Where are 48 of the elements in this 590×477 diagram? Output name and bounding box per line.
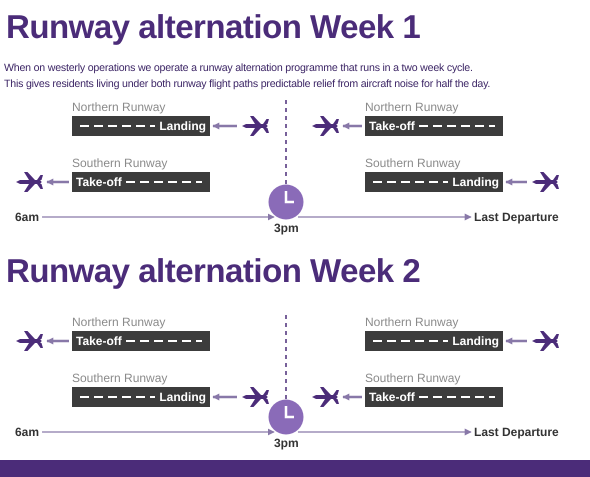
runway-name: Southern Runway	[365, 371, 462, 387]
runway-label: Take-off	[369, 119, 415, 133]
runway-name: Northern Runway	[72, 315, 166, 331]
arrow	[46, 178, 69, 186]
runway-name: Northern Runway	[365, 100, 460, 116]
time-label: 6am	[15, 425, 40, 439]
arrow	[298, 214, 472, 220]
airplane-icon	[240, 386, 270, 408]
runway-label: Landing	[452, 175, 499, 189]
runway-label: Take-off	[76, 334, 122, 348]
runway-name: Southern Runway	[365, 156, 462, 172]
arrow	[212, 394, 237, 400]
arrow	[505, 178, 527, 186]
runway-name: Northern Runway	[72, 100, 166, 116]
time-label: 6am	[15, 210, 40, 224]
airplane-icon	[240, 115, 270, 137]
arrow	[342, 122, 362, 130]
heading: Runway alternation Week 1	[6, 8, 420, 46]
time-label: 3pm	[274, 221, 299, 235]
arrow	[46, 338, 69, 344]
airplane-icon	[530, 330, 560, 352]
time-label: Last Departure	[474, 210, 559, 224]
runway-label: Landing	[159, 390, 206, 404]
description-text: This gives residents living under both runway flight paths predictable relief from aircraft noise for half the day.	[4, 78, 490, 90]
clock-icon	[268, 184, 304, 220]
airplane-icon	[310, 386, 340, 408]
airplane-icon	[14, 330, 44, 352]
time-label: Last Departure	[474, 425, 559, 439]
runway-label: Take-off	[76, 175, 122, 189]
runway-label: Landing	[452, 334, 499, 348]
time-label: 3pm	[274, 436, 299, 450]
airplane-icon	[530, 171, 560, 193]
clock-icon	[268, 399, 304, 435]
runway-label: Take-off	[369, 390, 415, 404]
heading: Runway alternation Week 2	[6, 252, 420, 290]
airplane-icon	[310, 115, 340, 137]
runway-name: Northern Runway	[365, 315, 460, 331]
arrow	[342, 394, 362, 400]
arrow	[505, 338, 527, 344]
airplane-icon	[14, 171, 44, 193]
arrow	[42, 428, 275, 436]
runway-name: Southern Runway	[72, 371, 168, 387]
runway-label: Landing	[159, 119, 206, 133]
description-text: When on westerly operations we operate a runway alternation programme that runs in a two week cycle.	[4, 62, 473, 74]
arrow	[298, 428, 472, 436]
arrow	[212, 122, 237, 130]
runway-name: Southern Runway	[72, 156, 168, 172]
arrow	[42, 214, 275, 220]
